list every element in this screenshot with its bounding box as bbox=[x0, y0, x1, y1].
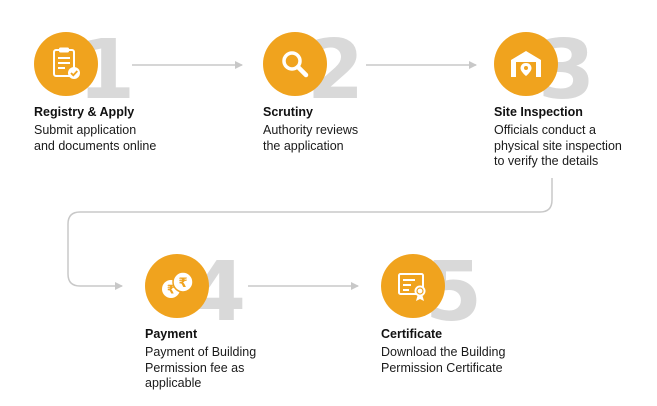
step-4-description: Payment of Building Permission fee as ap… bbox=[145, 345, 257, 390]
step-5-circle bbox=[381, 254, 445, 318]
step-1-description: Submit application and documents online bbox=[34, 123, 157, 153]
step-2-title: Scrutiny bbox=[263, 105, 314, 119]
step-1-visual: 1 bbox=[34, 26, 144, 116]
rupee-coins-icon: ₹ ₹ bbox=[162, 271, 194, 298]
building-location-icon bbox=[511, 51, 541, 77]
clipboard-check-icon bbox=[53, 47, 80, 79]
step-1-circle bbox=[34, 32, 98, 96]
svg-text:₹: ₹ bbox=[167, 283, 175, 297]
magnifier-icon bbox=[282, 51, 309, 78]
step-3-title: Site Inspection bbox=[494, 105, 583, 119]
step-4-visual: 4 ₹ ₹ bbox=[145, 248, 255, 338]
step-2-description: Authority reviews the application bbox=[263, 123, 359, 153]
step-3-description: Officials conduct a physical site inspec… bbox=[494, 123, 622, 168]
svg-text:₹: ₹ bbox=[178, 276, 187, 291]
step-5-title: Certificate bbox=[381, 327, 443, 341]
step-3-circle bbox=[494, 32, 558, 96]
step-3-visual: 3 bbox=[494, 26, 604, 116]
step-2-visual: 2 bbox=[263, 26, 373, 116]
step-5-description: Download the Building Permission Certifi… bbox=[381, 345, 506, 375]
step-1-title: Registry & Apply bbox=[34, 105, 135, 119]
step-4-title: Payment bbox=[145, 327, 198, 341]
certificate-icon bbox=[398, 273, 426, 301]
arrow-step3-to-step4 bbox=[67, 178, 553, 290]
step-2-circle bbox=[263, 32, 327, 96]
step-4-circle: ₹ ₹ bbox=[145, 254, 209, 318]
step-5-visual: 5 bbox=[381, 248, 491, 338]
